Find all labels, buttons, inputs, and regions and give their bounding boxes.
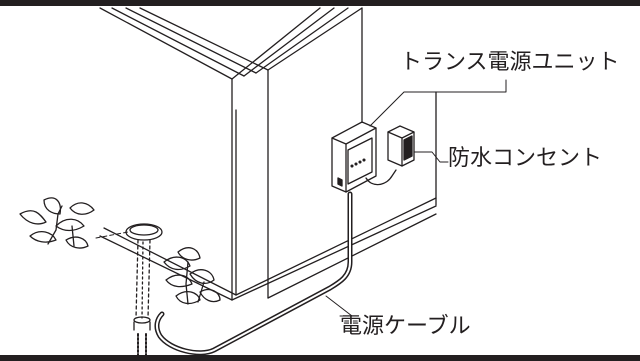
transformer-unit-label: トランス電源ユニット — [400, 50, 620, 75]
power-cable-drawing — [154, 191, 353, 356]
ground-hint-line — [95, 231, 129, 239]
bottom-border-bar — [0, 355, 640, 361]
waterproof-outlet-drawing — [387, 125, 415, 167]
building-right-roof-lines — [231, 7, 363, 80]
plant-left-drawing — [19, 197, 95, 249]
garden-light-fixture — [125, 223, 163, 357]
top-border-bar — [0, 0, 640, 6]
building-corner — [231, 7, 437, 301]
building-left-roof-lines — [99, 7, 269, 80]
plant-right-drawing — [163, 247, 221, 305]
power-cable-label: 電源ケーブル — [340, 314, 471, 339]
leader-lines — [325, 79, 507, 317]
waterproof-outlet-label: 防水コンセント — [448, 146, 603, 171]
transformer-unit-drawing — [331, 121, 397, 193]
building-base-lines — [99, 197, 437, 301]
